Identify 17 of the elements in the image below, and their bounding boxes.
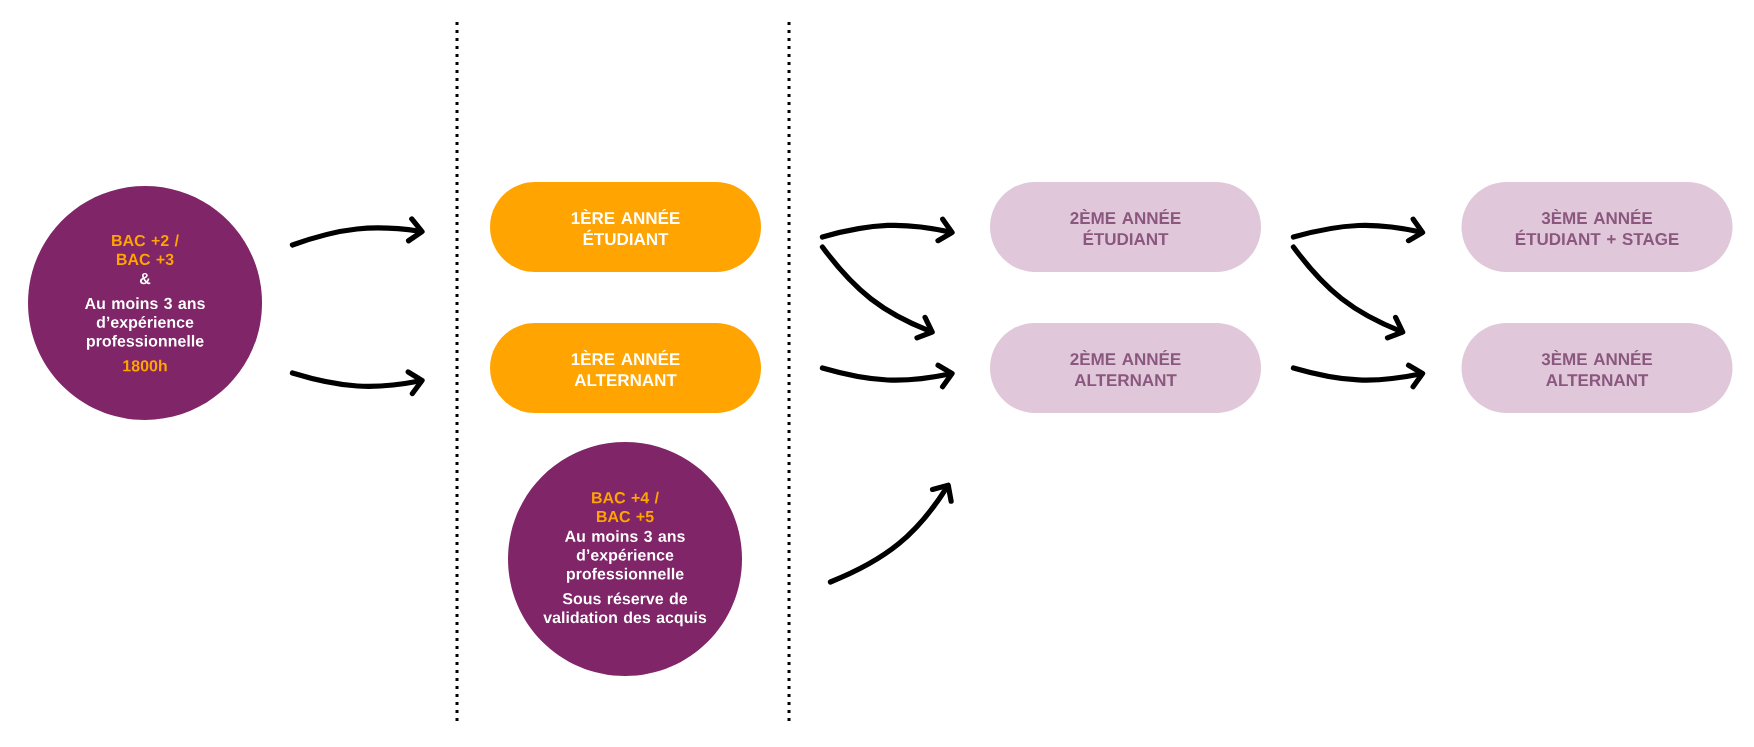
curved-arrow (1290, 362, 1426, 390)
rounded-box: 2ÈME ANNÉE ÉTUDIANT (990, 182, 1261, 272)
rounded-box: 3ÈME ANNÉE ÉTUDIANT + STAGE (1461, 182, 1733, 272)
circle-node: BAC +2 / BAC +3 & Au moins 3 ans d’expérience professionnelle 1800h (28, 186, 262, 420)
rounded-box: 1ÈRE ANNÉE ALTERNANT (490, 323, 761, 413)
curved-arrow (819, 362, 955, 390)
curved-arrow (1290, 216, 1426, 244)
curved-arrow (819, 244, 935, 341)
rounded-box: 3ÈME ANNÉE ALTERNANT (1461, 323, 1733, 413)
rounded-box: 1ÈRE ANNÉE ÉTUDIANT (490, 182, 761, 272)
curved-arrow (1290, 244, 1406, 341)
curved-arrow (289, 216, 425, 248)
curved-arrow (819, 216, 955, 244)
curved-arrow (827, 482, 954, 585)
circle-node: BAC +4 / BAC +5 Au moins 3 ans d’expérience professionnelle Sous réserve de validation des acquis (508, 442, 742, 676)
rounded-box: 2ÈME ANNÉE ALTERNANT (990, 323, 1261, 413)
curved-arrow (289, 369, 425, 397)
